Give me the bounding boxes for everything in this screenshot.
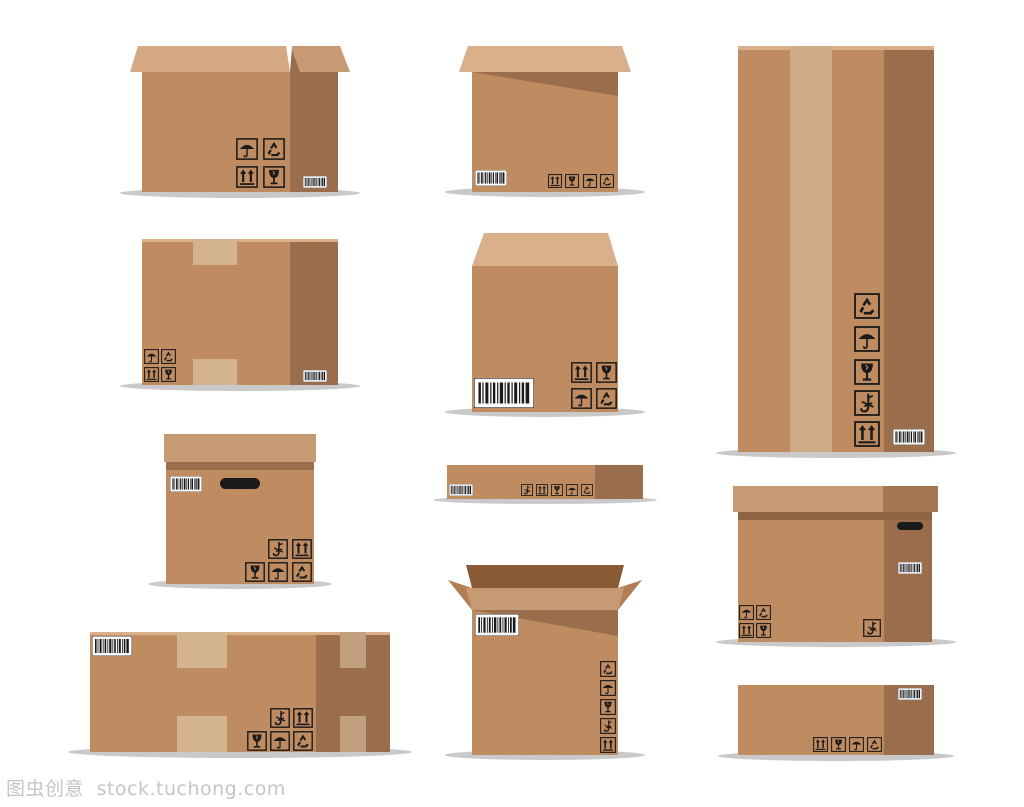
barcode-icon bbox=[898, 562, 922, 574]
handle-hole-icon bbox=[220, 478, 260, 489]
front-flap bbox=[466, 588, 624, 610]
box-side bbox=[884, 512, 932, 642]
top-flap bbox=[459, 46, 631, 72]
open-flaps-box-bottom-middle bbox=[445, 565, 645, 760]
lidded-box-right bbox=[716, 486, 956, 647]
box-side bbox=[884, 46, 934, 452]
lid-shadow bbox=[738, 512, 932, 520]
box-top-edge bbox=[90, 632, 390, 635]
box-side bbox=[595, 465, 643, 499]
back-flap bbox=[466, 565, 624, 588]
barcode-icon bbox=[449, 484, 473, 496]
stock-watermark: 图虫创意 stock.tuchong.com bbox=[6, 774, 286, 801]
side-flap-inner bbox=[290, 50, 300, 72]
handle-hole-icon bbox=[897, 522, 923, 530]
tape-bottom bbox=[193, 359, 237, 385]
side-tape-bottom bbox=[340, 716, 366, 752]
closed-box-middle bbox=[445, 233, 645, 417]
barcode-icon bbox=[303, 176, 327, 188]
watermark-chinese-text: 图虫创意 bbox=[6, 778, 85, 800]
taped-box-left bbox=[120, 239, 360, 391]
flat-box-bottom-right bbox=[718, 685, 954, 761]
box-front bbox=[738, 512, 884, 642]
side-tape-top bbox=[340, 632, 366, 668]
lid-shadow bbox=[166, 462, 314, 470]
open-box-top-left bbox=[120, 46, 360, 198]
lid bbox=[164, 434, 316, 462]
watermark-site-text: stock.tuchong.com bbox=[96, 778, 286, 800]
box-front bbox=[738, 685, 884, 755]
barcode-icon bbox=[475, 614, 519, 636]
barcode-icon bbox=[170, 476, 202, 492]
lidded-box-left bbox=[148, 434, 332, 589]
barcode-icon bbox=[893, 429, 925, 445]
tape-top bbox=[193, 239, 237, 265]
box-front bbox=[142, 72, 290, 192]
lid-side bbox=[883, 486, 938, 512]
box-top-edge bbox=[142, 239, 338, 242]
side-flap bbox=[290, 46, 350, 72]
box-side bbox=[290, 72, 338, 192]
barcode-icon bbox=[475, 170, 507, 186]
back-flap bbox=[130, 46, 290, 72]
tape-strip bbox=[790, 46, 832, 452]
lid-front bbox=[733, 486, 883, 512]
tall-box-right bbox=[716, 46, 956, 458]
box-top-edge bbox=[738, 46, 934, 50]
inside-shade bbox=[472, 72, 618, 96]
barcode-icon bbox=[898, 688, 922, 700]
top-lid bbox=[472, 233, 618, 266]
tape-top bbox=[177, 632, 227, 668]
open-box-top-middle bbox=[445, 46, 645, 197]
right-flap bbox=[618, 580, 642, 610]
barcode-icon bbox=[303, 370, 327, 382]
tape-bottom bbox=[177, 716, 227, 752]
flat-box-middle bbox=[433, 465, 657, 504]
long-box-bottom-left bbox=[68, 632, 412, 758]
barcode-icon bbox=[92, 636, 132, 656]
box-side bbox=[290, 239, 338, 385]
barcode-icon bbox=[474, 378, 534, 408]
left-flap bbox=[448, 580, 472, 610]
